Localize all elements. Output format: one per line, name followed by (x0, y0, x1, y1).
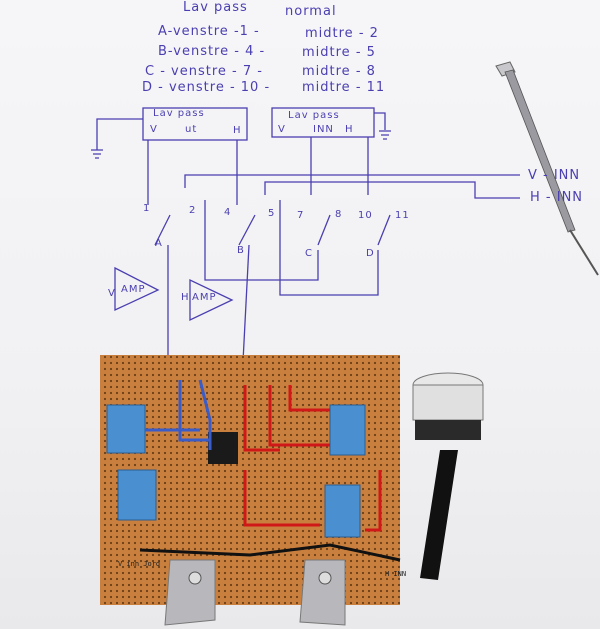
pin-11: 11 (395, 210, 410, 221)
red-wire (243, 385, 280, 452)
filter-in-title: Lav pass (288, 110, 340, 121)
pin-4: 4 (224, 207, 232, 218)
filter-out-box (142, 107, 248, 141)
notes-row-a-left: A-venstre -1 - (158, 24, 260, 39)
red-wire (268, 385, 330, 447)
filter-in-h: H (345, 124, 354, 135)
capacitor (117, 469, 157, 521)
ground-icon-left (91, 149, 103, 159)
pin-2: 2 (189, 205, 197, 216)
pin-7: 7 (297, 210, 305, 221)
notes-row-a-right: midtre - 2 (305, 26, 379, 41)
switch-a: A (155, 238, 163, 249)
screw-left (188, 571, 202, 585)
screwdriver-handle (504, 69, 576, 233)
amp-v-side: V (108, 288, 116, 299)
rotary-switch-base (415, 420, 481, 440)
bracket-left (164, 559, 216, 626)
blue-wires (145, 379, 212, 450)
screw-right (318, 571, 332, 585)
filter-in-box (271, 107, 375, 138)
screwdriver-shaft (569, 229, 599, 276)
pin-1: 1 (143, 203, 151, 214)
rotary-switch (412, 372, 484, 580)
switch-d: D (366, 248, 375, 259)
capacitor (329, 404, 366, 456)
ic-socket (208, 432, 238, 464)
filter-out-h: H (233, 125, 242, 136)
board-label-v-inn-jord: V inn Jord (118, 560, 161, 568)
pin-5: 5 (268, 208, 276, 219)
pin-8: 8 (335, 209, 343, 220)
rotary-switch-shaft (420, 450, 458, 580)
notes-row-d-right: midtre - 11 (302, 80, 386, 95)
capacitor (106, 404, 146, 454)
h-inn-wire (264, 181, 520, 199)
wire-pin2-to-switch-c (204, 200, 319, 281)
notes-row-d-left: D - venstre - 10 - (142, 80, 271, 95)
notes-row-b-left: B-venstre - 4 - (158, 44, 266, 59)
blue-wire (178, 380, 210, 442)
screwdriver (495, 61, 599, 276)
amp-h-triangle (189, 278, 234, 322)
board-label-h-inn: H INN (385, 570, 407, 578)
filter-out-label: ut (185, 124, 198, 135)
blue-wire (198, 379, 212, 450)
ground-icon-right (379, 130, 391, 140)
filter-out-title: Lav pass (153, 108, 205, 119)
switch-c: C (305, 248, 313, 259)
black-wire (139, 543, 401, 562)
red-wire (365, 470, 382, 532)
input-h-inn: H - INN (530, 190, 584, 205)
pin-10: 10 (358, 210, 373, 221)
filter-out-v: V (150, 124, 158, 135)
bracket-right (299, 559, 346, 626)
notes-row-b-right: midtre - 5 (302, 45, 376, 60)
black-wires (139, 543, 401, 562)
capacitor (324, 484, 361, 538)
rotary-switch-body (412, 384, 484, 421)
notes-row-c-left: C - venstre - 7 - (145, 64, 263, 79)
notes-row-c-right: midtre - 8 (302, 64, 376, 79)
wire-pin5-to-switch-d (279, 200, 379, 296)
red-wires (243, 385, 382, 532)
red-wire (288, 385, 330, 412)
v-inn-wire (184, 174, 520, 188)
ground-wire-right (374, 112, 386, 130)
switch-arms (154, 214, 391, 246)
input-v-inn: V - INN (528, 168, 581, 183)
amp-v-triangle (114, 266, 160, 312)
notes-title-normal: normal (285, 4, 337, 19)
amp-h-label: AMP (192, 292, 217, 303)
switch-b: B (237, 245, 245, 256)
filter-in-label: INN (313, 124, 334, 135)
red-wire (243, 470, 320, 527)
ground-wire-left (96, 118, 143, 150)
filter-in-v: V (278, 124, 286, 135)
amp-v-label: AMP (121, 284, 146, 295)
capacitors (106, 404, 366, 538)
brackets (164, 559, 346, 626)
amp-h-side: H (181, 292, 190, 303)
notes-title-lavpass: Lav pass (183, 0, 248, 15)
